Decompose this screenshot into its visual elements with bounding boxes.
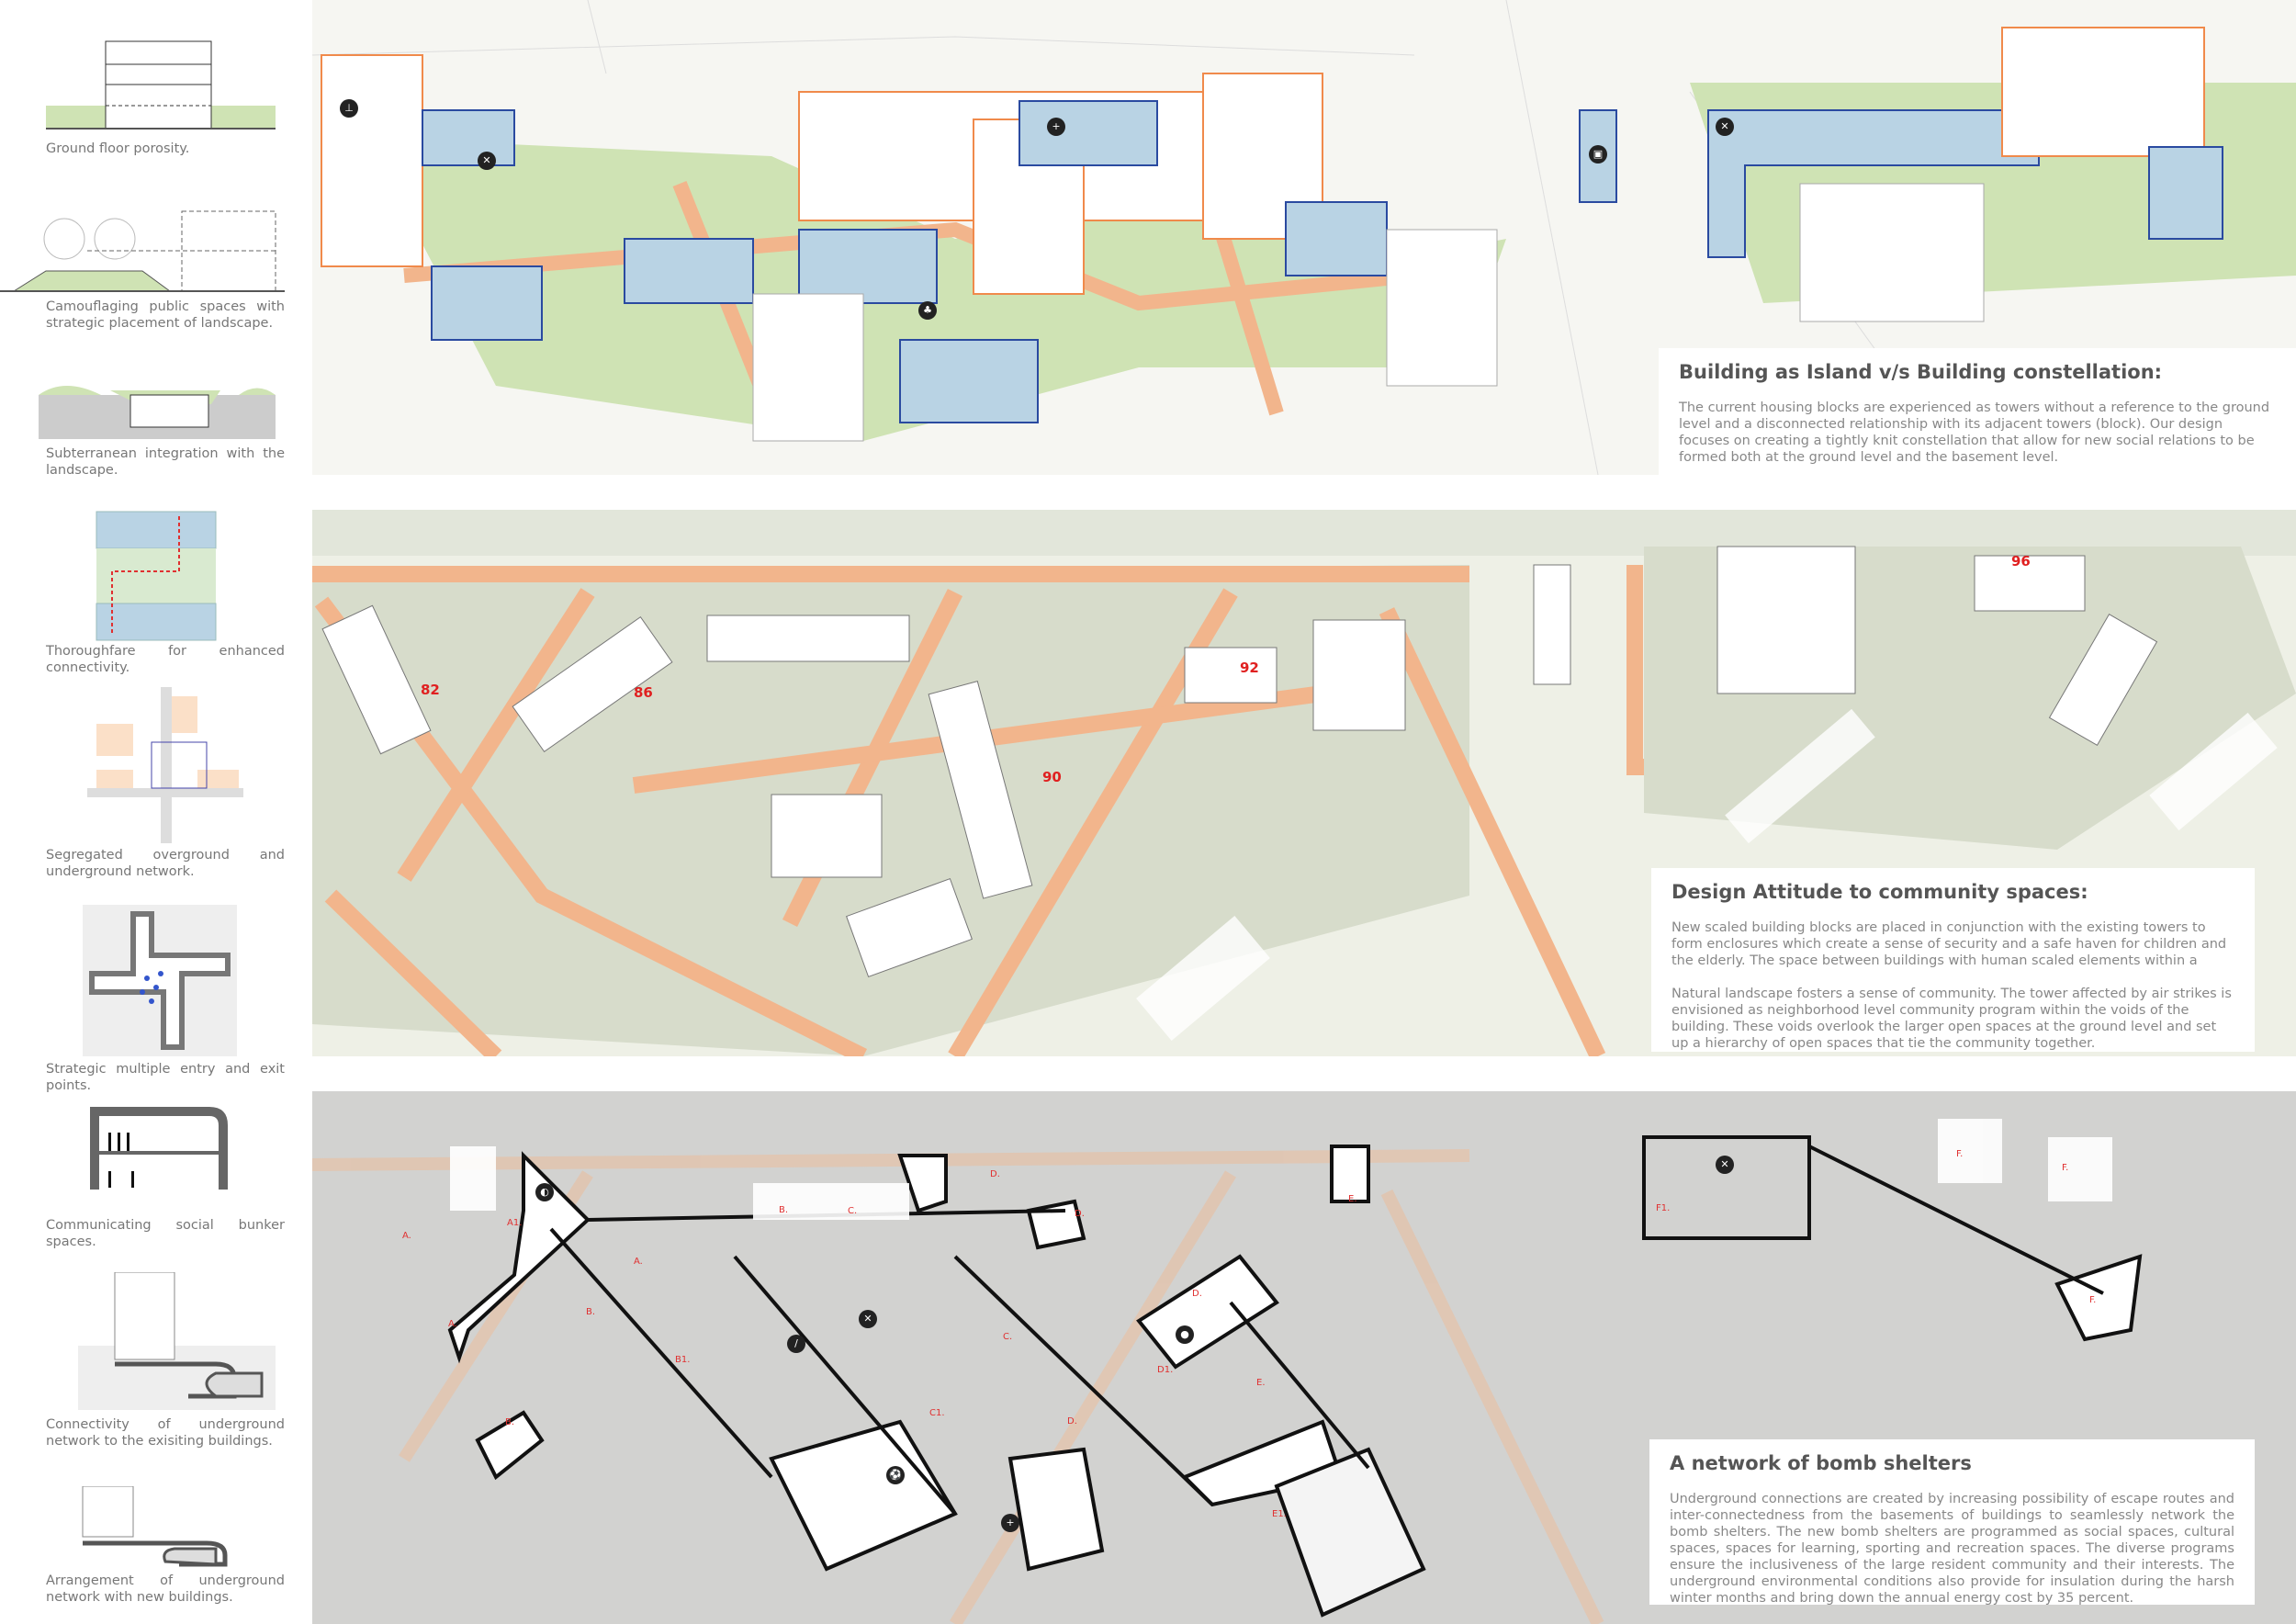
caption-underground-arrangement: Arrangement of underground network with … <box>46 1573 285 1605</box>
axonometric-paragraph: The current housing blocks are experienc… <box>1679 400 2270 465</box>
underground-connectivity-diagram <box>78 1272 276 1410</box>
axonometric-textbox: Building as Island v/s Building constell… <box>1659 348 2296 475</box>
caption-thoroughfare: Thoroughfare for enhanced connectivity. <box>46 644 285 675</box>
building-number-92: 92 <box>1240 660 1259 676</box>
site-plan-paragraph-2: Natural landscape fosters a sense of com… <box>1671 987 2232 1051</box>
site-plan-drawing <box>312 510 2296 1056</box>
bunker-diagram <box>90 1107 228 1190</box>
sports-icon: ⚽ <box>886 1466 905 1484</box>
building-number-90: 90 <box>1042 769 1062 785</box>
site-plan-textbox: Design Attitude to community spaces: New… <box>1651 868 2255 1052</box>
ground-floor-porosity-diagram <box>46 40 276 130</box>
shelter-label: C. <box>848 1206 858 1216</box>
camouflage-diagram <box>0 210 285 292</box>
shelter-label: A. <box>448 1319 457 1329</box>
shelter-paragraph: Underground connections are created by i… <box>1670 1492 2234 1606</box>
shelter-label: F. <box>2089 1295 2097 1305</box>
shelter-label: A. <box>402 1231 411 1241</box>
shelter-label: D. <box>1192 1289 1202 1299</box>
shelter-label: C1. <box>929 1408 945 1418</box>
shelter-label: B1. <box>675 1355 691 1365</box>
site-plan-paragraph-1: New scaled building blocks are placed in… <box>1671 920 2227 968</box>
shelter-label: F. <box>2062 1163 2069 1173</box>
shelter-network-drawing <box>312 1119 2143 1624</box>
medical-icon: + <box>1001 1514 1019 1532</box>
caption-underground-connectivity: Connectivity of underground network to t… <box>46 1417 285 1449</box>
shelter-label: E. <box>1348 1194 1357 1204</box>
shelter-label: D. <box>990 1169 1000 1179</box>
caption-ground-floor-porosity: Ground floor porosity. <box>46 141 190 156</box>
axonometric-view: ⊥ ✕ + ✕ ▣ ♣ Building as Island v/s Build… <box>312 0 2296 475</box>
entry-exit-diagram <box>83 905 237 1056</box>
caption-camouflage: Camouflaging public spaces with strategi… <box>46 299 285 331</box>
shelter-label: D. <box>1075 1209 1085 1219</box>
shelter-label: B. <box>505 1417 515 1427</box>
cutlery-icon: ✕ <box>1716 118 1734 136</box>
axonometric-title: Building as Island v/s Building constell… <box>1679 361 2163 383</box>
site-plan-title: Design Attitude to community spaces: <box>1671 881 2088 903</box>
shelter-title: A network of bomb shelters <box>1670 1452 1972 1474</box>
building-number-86: 86 <box>634 684 653 701</box>
bomb-shelter-network: A. A. A1. A. B. B. C. B1. B. C. C1. D. D… <box>312 1091 2296 1624</box>
caption-entry-exit: Strategic multiple entry and exit points… <box>46 1062 285 1093</box>
subterranean-diagram <box>39 386 276 439</box>
shelter-label: C. <box>1003 1332 1013 1342</box>
shelter-label: B. <box>586 1307 596 1317</box>
network-diagram <box>87 687 243 843</box>
shelter-label: E. <box>1256 1378 1266 1388</box>
underground-arrangement-diagram <box>82 1486 228 1567</box>
shelter-textbox: A network of bomb shelters Underground c… <box>1649 1439 2255 1606</box>
bus-icon: ▣ <box>1589 145 1607 164</box>
cutlery-icon: ✕ <box>1716 1156 1734 1174</box>
theatre-icon: ◐ <box>535 1183 554 1201</box>
building-number-96: 96 <box>2011 553 2031 570</box>
site-plan: 82 86 90 92 96 Design Attitude to commun… <box>312 510 2296 1056</box>
shelter-label: A1. <box>507 1218 523 1228</box>
shelter-label: F. <box>1956 1149 1964 1159</box>
cutlery-icon: ✕ <box>859 1310 877 1328</box>
caption-subterranean: Subterranean integration with the landsc… <box>46 446 285 478</box>
caption-network: Segregated overground and underground ne… <box>46 848 285 879</box>
shelter-label: D. <box>1067 1416 1077 1427</box>
plant-icon: ♣ <box>918 301 937 320</box>
shelter-label: D1. <box>1157 1365 1174 1375</box>
axonometric-drawing <box>312 0 2296 475</box>
thoroughfare-diagram <box>96 511 217 641</box>
shelter-label: F1. <box>1656 1203 1671 1213</box>
shelter-label: A. <box>634 1257 643 1267</box>
pen-icon: / <box>787 1335 805 1353</box>
caption-bunker: Communicating social bunker spaces. <box>46 1218 285 1249</box>
pin-icon: ⊥ <box>340 99 358 118</box>
shelter-label: E1. <box>1272 1509 1287 1519</box>
medical-icon: + <box>1047 118 1065 136</box>
cutlery-icon: ✕ <box>478 152 496 170</box>
person-icon: ● <box>1176 1325 1194 1344</box>
shelter-label: B. <box>779 1205 789 1215</box>
building-number-82: 82 <box>421 682 440 698</box>
